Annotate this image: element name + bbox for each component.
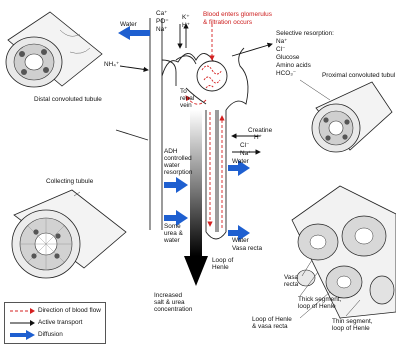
ion-ca-label: Ca⁺ [156, 10, 168, 17]
sr-amino: Amino acids [276, 62, 311, 69]
active-transport-swatch [8, 318, 36, 328]
proximal-tubule-illustration [312, 82, 392, 152]
nh4-label: NH₄⁺ [104, 61, 119, 68]
glomerulus [197, 61, 227, 91]
sr-cl: Cl⁻ [276, 46, 285, 53]
na-label: Na⁺ [240, 150, 252, 157]
blood-enters-line2: & filtration occurs [203, 19, 252, 26]
h-label: H⁺ [182, 22, 190, 29]
collecting-tubule-label: Collecting tubule [46, 178, 93, 185]
proximal-tubule-label: Proximal convoluted tubul [322, 72, 395, 79]
creatine-h-label: H⁺ [254, 134, 262, 141]
blood-flow-swatch [8, 306, 36, 316]
sr-na: Na⁺ [276, 38, 288, 45]
distal-tubule-illustration [6, 12, 102, 87]
diffusion-arrow-adh [164, 177, 188, 193]
legend-active-transport: Active transport [8, 318, 103, 328]
vasa-recta-right-line2: recta [284, 281, 298, 288]
ion-na-label: Na⁺ [156, 26, 168, 33]
some-urea-line3: water [164, 237, 180, 244]
legend-diffusion: Diffusion [8, 330, 103, 340]
legend-active-transport-label: Active transport [38, 319, 82, 326]
selective-resorption-title: Selective resorption: [276, 30, 334, 37]
blood-enters-line1: Blood enters glomerulus [203, 11, 272, 18]
renal-vein-line3: vein [180, 102, 192, 109]
sr-hco3: HCO₃⁻ [276, 70, 296, 77]
vasa-recta-mid-label: Vasa recta [232, 245, 262, 252]
k-label: K⁺ [182, 14, 190, 21]
nephron-tubule [116, 18, 248, 239]
thin-segment-line2: loop of Henle [332, 325, 370, 332]
cl-label: Cl⁻ [240, 142, 249, 149]
water-mid-label: Water [232, 158, 249, 165]
collecting-tubule-illustration [12, 190, 126, 278]
sr-glucose: Glucose [276, 54, 299, 61]
ion-po-label: PO⁼ [156, 18, 169, 25]
water-top-label: Water [120, 21, 137, 28]
legend-blood-flow-label: Direction of blood flow [38, 307, 101, 314]
legend: Direction of blood flow Active transport… [4, 302, 106, 344]
adh-line4: resorption [164, 169, 192, 176]
concentration-gradient-arrow [184, 110, 208, 286]
loop-of-henle-line2: Henle [212, 264, 229, 271]
thick-segment-line2: loop of Henle [298, 303, 336, 310]
legend-blood-flow: Direction of blood flow [8, 306, 103, 316]
increased-salt-line3: concentration [154, 306, 192, 313]
water-low-label: Water [232, 237, 249, 244]
diffusion-arrows [118, 26, 250, 241]
diffusion-swatch [8, 330, 36, 340]
legend-diffusion-label: Diffusion [38, 331, 63, 338]
loop-vasa-line2: & vasa recta [252, 323, 288, 330]
distal-tubule-label: Distal convoluted tubule [34, 96, 102, 103]
